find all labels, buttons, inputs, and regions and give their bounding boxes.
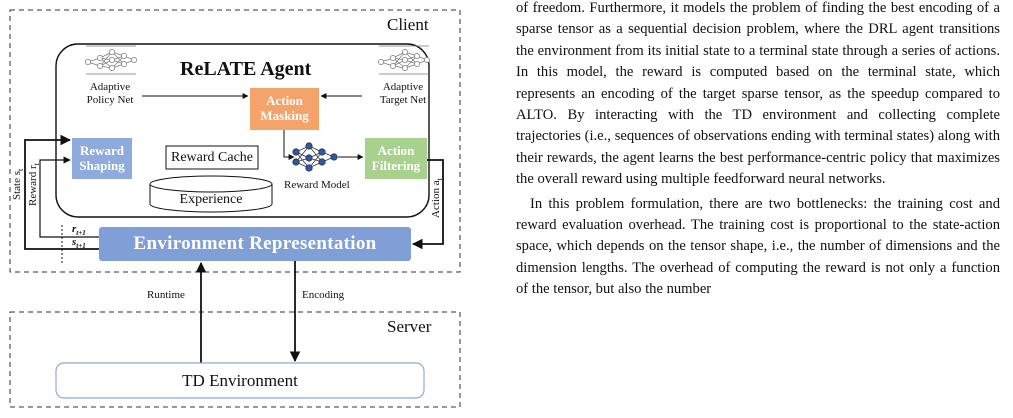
server-region [9,311,461,408]
action-masking-line2: Masking [260,108,309,123]
reward-model-icon [292,142,338,172]
target-net-icon [378,45,430,75]
runtime-label: Runtime [147,289,185,301]
server-label: Server [387,317,432,336]
target-net-line1: Adaptive [382,81,424,93]
action-masking-line1: Action [266,93,303,109]
next-reward-text: r [72,223,77,235]
reward-shaping-box [72,138,132,179]
action-masking-box [250,88,319,130]
environment-representation-box [99,227,411,261]
target-net-label: Adaptive Target Net [373,81,433,107]
state-label: State st [11,168,26,200]
action-filtering-box [365,138,427,179]
reward-text: Reward r [27,165,39,206]
experience-cylinder [149,175,273,213]
td-environment-box [55,362,425,399]
target-net-line2: Target Net [379,94,427,106]
internal-arrows [142,93,364,160]
action-sub: t [435,178,445,181]
state-sub: t [16,168,26,171]
reward-model-label: Reward Model [284,179,350,191]
policy-net-line2: Policy Net [86,94,134,106]
environment-representation-label: Environment Representation [133,233,377,255]
state-text: State s [11,170,23,200]
next-state-text: s [72,236,77,248]
reward-cache-box [165,145,259,170]
body-text-column: of freedom. Furthermore, it models the p… [516,0,1000,418]
client-label: Client [387,15,429,34]
agent-title: ReLATE Agent [180,58,312,80]
policy-net-line1: Adaptive [89,81,131,93]
action-text: Action a [430,180,442,218]
encoding-label: Encoding [302,289,345,301]
reward-sub: t [32,163,42,166]
action-label: Action at [430,178,445,218]
figure-graphics [9,9,461,408]
action-filtering-line2: Filtering [371,157,421,173]
client-region [9,9,461,273]
reward-shaping-line1: Reward [79,142,125,158]
reward-shaping-line2: Shaping [79,157,125,173]
reward-label: Reward rt [27,163,42,206]
experience-label: Experience [179,192,243,207]
next-reward-label: rt+1 [72,224,86,237]
action-filtering-line1: Action [377,142,415,158]
paragraph-1: of freedom. Furthermore, it models the p… [516,0,1000,188]
agent-box [55,43,430,218]
td-environment-label: TD Environment [182,370,298,390]
paragraph-2: In this problem formulation, there are t… [516,195,1000,298]
next-state-label: st+1 [72,237,86,250]
next-reward-sub: t+1 [76,229,86,238]
reward-cache-label: Reward Cache [170,149,254,165]
next-state-sub: t+1 [76,242,86,251]
policy-net-icon [85,45,137,75]
relate-architecture-figure: Client Server ReLATE Agent Adaptive Poli… [0,0,468,418]
policy-net-label: Adaptive Policy Net [80,81,140,107]
